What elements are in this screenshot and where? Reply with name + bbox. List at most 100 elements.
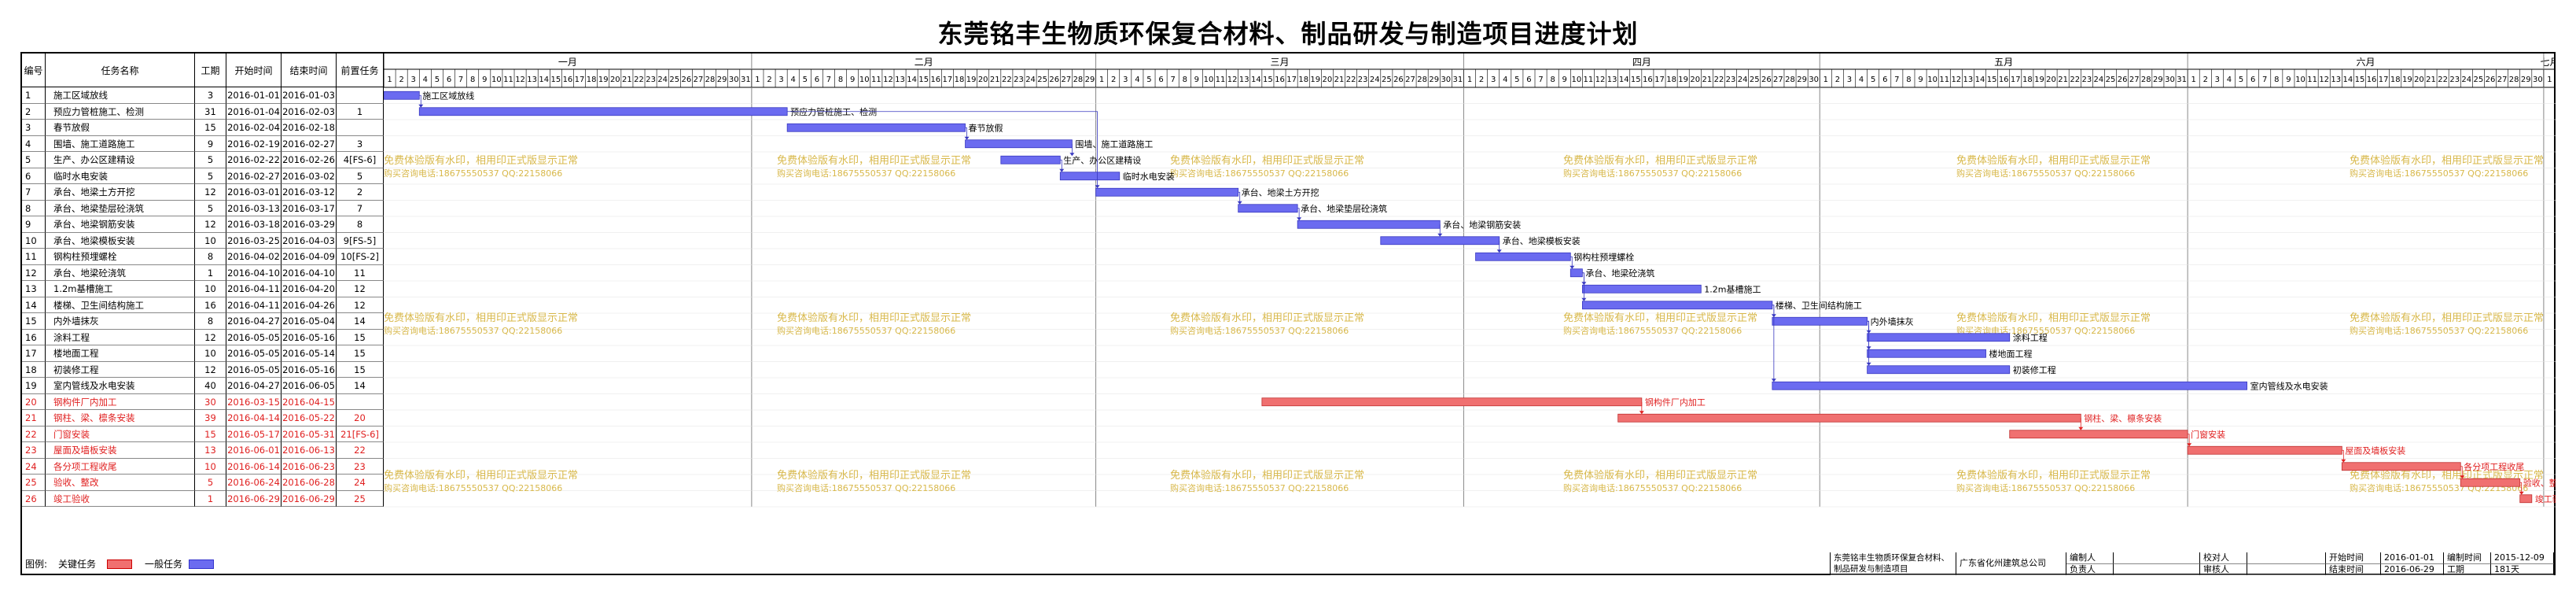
month-label: 五月 [1994, 57, 2013, 68]
task-name: 承台、地梁垫层砼浇筑 [46, 200, 195, 216]
info-company: 广东省化州建筑总公司 [1956, 552, 2066, 575]
day-label: 7 [1538, 76, 1543, 84]
watermark-line2: 购买咨询电话:18675550537 QQ:22158066 [1956, 168, 2135, 179]
task-end: 2016-04-20 [282, 281, 337, 297]
task-bar [2187, 445, 2342, 455]
month-label: 一月 [558, 57, 577, 68]
task-predecessor: 7 [337, 200, 384, 216]
task-start: 2016-05-05 [226, 329, 282, 345]
task-end: 2016-05-14 [282, 345, 337, 362]
task-bar-label: 楼梯、卫生间结构施工 [1776, 300, 1862, 311]
day-label: 25 [669, 76, 679, 84]
dependency-line [1060, 159, 1062, 172]
day-label: 21 [2058, 76, 2068, 84]
task-id: 7 [22, 184, 46, 201]
task-end: 2016-06-13 [282, 442, 337, 459]
task-id: 15 [22, 313, 46, 330]
day-label: 28 [2141, 76, 2151, 84]
task-predecessor: 1 [337, 103, 384, 120]
task-start: 2016-05-05 [226, 345, 282, 362]
day-label: 6 [2250, 76, 2255, 84]
task-duration: 1 [195, 264, 226, 281]
task-start: 2016-03-15 [226, 393, 282, 410]
day-label: 21 [2426, 76, 2436, 84]
watermark-line1: 免费体验版有水印，相用印正式版显示正常 [2350, 154, 2544, 167]
task-bar-label: 验收、整改 [2523, 477, 2556, 488]
info-reviewer-value[interactable] [2247, 563, 2326, 575]
task-id: 12 [22, 264, 46, 281]
day-label: 24 [2094, 76, 2104, 84]
task-start: 2016-04-27 [226, 313, 282, 330]
day-label: 11 [503, 76, 513, 84]
task-bar [2519, 494, 2533, 504]
legend: 图例: 关键任务 一般任务 [22, 552, 1831, 575]
day-label: 10 [1571, 76, 1581, 84]
watermark-line2: 购买咨询电话:18675550537 QQ:22158066 [2350, 168, 2528, 179]
task-predecessor: 25 [337, 490, 384, 507]
day-label: 9 [850, 76, 855, 84]
day-label: 17 [1654, 76, 1665, 84]
day-label: 29 [2521, 76, 2531, 84]
day-label: 16 [1643, 76, 1653, 84]
month-label: 七月 [2540, 57, 2556, 68]
day-label: 18 [1298, 76, 1308, 84]
day-label: 24 [1370, 76, 1380, 84]
watermark-line1: 免费体验版有水印，相用印正式版显示正常 [777, 469, 971, 482]
day-label: 8 [1906, 76, 1911, 84]
dependency-line [965, 127, 967, 139]
day-label: 22 [1002, 76, 1012, 84]
watermark-line1: 免费体验版有水印，相用印正式版显示正常 [1563, 312, 1757, 324]
watermark-line1: 免费体验版有水印，相用印正式版显示正常 [777, 312, 971, 324]
watermark-line2: 购买咨询电话:18675550537 QQ:22158066 [2350, 325, 2528, 336]
day-label: 25 [2474, 76, 2484, 84]
day-label: 19 [2402, 76, 2412, 84]
day-label: 12 [1595, 76, 1606, 84]
task-bar [2460, 478, 2521, 487]
dependency-arrow [1496, 249, 1502, 253]
day-label: 30 [1441, 76, 1451, 84]
info-owner-value[interactable] [2114, 563, 2200, 575]
day-label: 21 [990, 76, 1000, 84]
task-bar-label: 临时水电安装 [1123, 171, 1175, 182]
task-duration: 12 [195, 184, 226, 201]
day-label: 13 [1607, 76, 1617, 84]
task-name: 楼梯、卫生间结构施工 [46, 297, 195, 313]
dependency-arrow [1866, 362, 1871, 366]
day-label: 16 [563, 76, 573, 84]
month-label: 四月 [1632, 57, 1651, 68]
task-end: 2016-03-12 [282, 184, 337, 201]
info-compiler-value[interactable] [2114, 552, 2200, 564]
day-label: 3 [778, 76, 783, 84]
dependency-arrow [964, 136, 970, 140]
info-checker-value[interactable] [2247, 552, 2326, 564]
task-name: 临时水电安装 [46, 168, 195, 184]
task-name: 竣工验收 [46, 490, 195, 507]
watermark-line1: 免费体验版有水印，相用印正式版显示正常 [384, 469, 578, 482]
